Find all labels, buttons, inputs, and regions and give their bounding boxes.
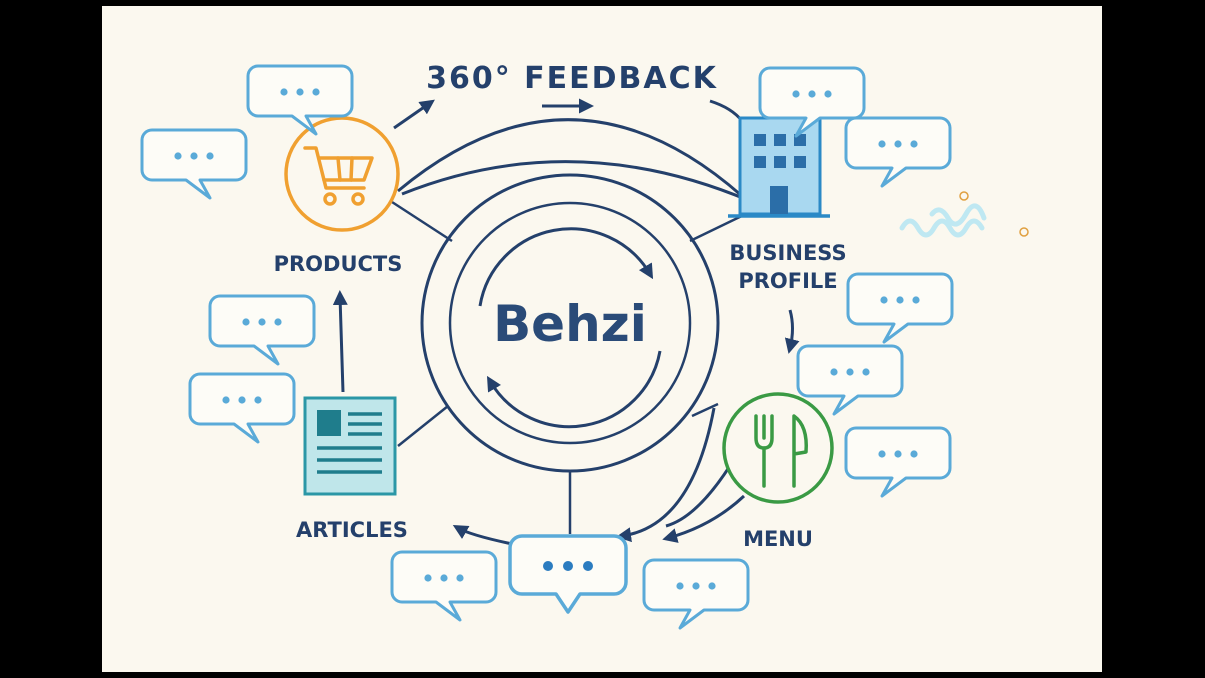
chat-bubble-icon	[642, 558, 750, 630]
menu-label: MENU	[743, 527, 813, 551]
inner-arrow-bottom	[486, 350, 662, 429]
business-label-line1: BUSINESS	[729, 241, 846, 265]
chat-bubble-icon	[140, 128, 248, 200]
feedback-diagram: 360° FEEDBACK Behzi PRODUCTS BUSINESS	[140, 61, 1029, 630]
chat-bubble-icon	[846, 272, 954, 344]
decorative-dot	[1019, 227, 1029, 237]
outer-loop	[397, 118, 751, 548]
decorative-squiggle	[899, 203, 987, 238]
chat-bubble-icon	[796, 344, 904, 416]
products-node[interactable]: PRODUCTS	[274, 116, 403, 276]
chat-bubble-icon	[188, 372, 296, 444]
arrow-business-menu	[784, 309, 800, 354]
shopping-cart-icon	[303, 146, 374, 206]
articles-node[interactable]: ARTICLES	[296, 396, 408, 542]
chat-bubble-icon	[208, 294, 316, 366]
arrow-title-out	[709, 99, 744, 122]
feedback-node[interactable]	[508, 534, 628, 614]
decorative-dot	[959, 191, 969, 201]
center-rings	[420, 173, 720, 473]
business-profile-node[interactable]: BUSINESS PROFILE	[728, 116, 847, 293]
products-label: PRODUCTS	[274, 252, 403, 276]
diagram-title: 360° FEEDBACK	[426, 61, 718, 96]
business-label-line2: PROFILE	[738, 269, 837, 293]
chat-bubble-icon	[844, 426, 952, 498]
arrow-menu-feedback	[662, 494, 746, 543]
office-building-icon	[728, 116, 830, 218]
diagram-canvas: 360° FEEDBACK Behzi PRODUCTS BUSINESS	[102, 6, 1102, 672]
chat-bubble-icon	[844, 116, 952, 188]
chat-bubble-icon	[508, 534, 628, 614]
fork-knife-icon	[754, 414, 808, 488]
arrow-title-in	[393, 99, 435, 130]
articles-label: ARTICLES	[296, 518, 408, 542]
arrow-articles-products	[332, 290, 348, 393]
inner-arrow-top	[478, 227, 654, 307]
center-label: Behzi	[493, 295, 647, 353]
chat-bubble-icon	[390, 550, 498, 622]
spokes	[391, 200, 751, 534]
menu-node[interactable]: MENU	[722, 392, 834, 551]
newspaper-icon	[303, 396, 397, 496]
